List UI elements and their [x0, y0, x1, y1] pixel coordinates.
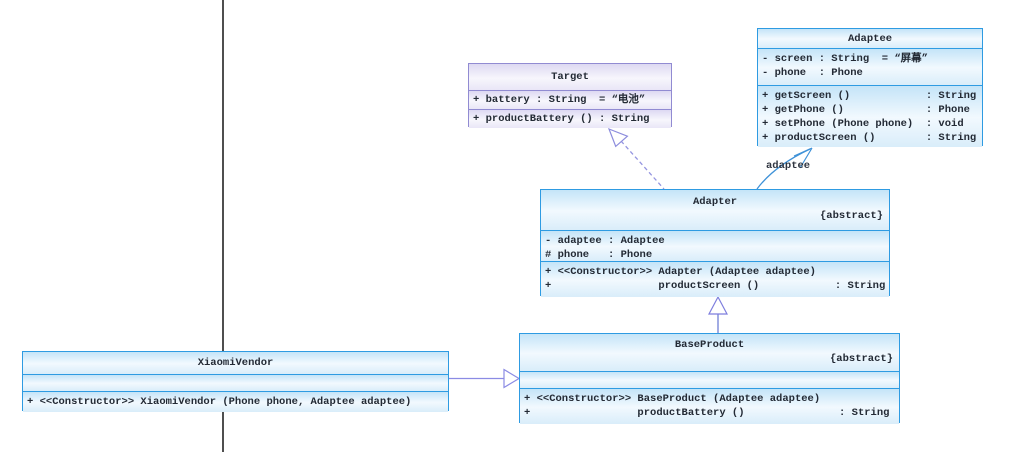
class-title-xiaomivendor: XiaomiVendor: [23, 352, 448, 374]
method-row: + getScreen () : String: [762, 90, 977, 102]
realization-connector-adapter-target[interactable]: [607, 127, 665, 190]
abstract-stereotype: {abstract}: [829, 353, 893, 365]
attributes-compartment: [23, 374, 448, 391]
class-name: BaseProduct: [674, 339, 745, 351]
class-name: XiaomiVendor: [197, 357, 274, 369]
hollow-triangle-icon: [708, 295, 728, 315]
abstract-stereotype: {abstract}: [819, 210, 883, 222]
association-role-label[interactable]: adaptee: [766, 160, 811, 172]
association-connector-adapter-adaptee[interactable]: [756, 147, 813, 190]
method-row: + productBattery () : String: [473, 113, 650, 125]
class-name: Adapter: [692, 196, 738, 208]
class-title-target: Target: [469, 64, 671, 90]
methods-compartment: + getScreen () : String + getPhone () : …: [758, 85, 982, 147]
attributes-compartment: [520, 371, 899, 388]
attributes-compartment: + battery : String = “电池”: [469, 90, 671, 109]
method-row: + productScreen () : String: [762, 132, 977, 144]
method-row: + <<Constructor>> BaseProduct (Adaptee a…: [524, 393, 821, 405]
attributes-compartment: - screen : String = “屏幕” - phone : Phone: [758, 48, 982, 85]
method-row: + <<Constructor>> XiaomiVendor (Phone ph…: [27, 396, 412, 408]
class-box-xiaomivendor[interactable]: XiaomiVendor + <<Constructor>> XiaomiVen…: [22, 351, 449, 412]
methods-compartment: + <<Constructor>> XiaomiVendor (Phone ph…: [23, 391, 448, 412]
method-row: + setPhone (Phone phone) : void: [762, 118, 964, 130]
realization-dashed-line[interactable]: [620, 140, 665, 190]
class-box-adaptee[interactable]: Adaptee - screen : String = “屏幕” - phone…: [757, 28, 983, 147]
generalization-connector-baseproduct-adapter[interactable]: [708, 295, 728, 333]
methods-compartment: + <<Constructor>> Adapter (Adaptee adapt…: [541, 261, 889, 297]
attribute-row: - adaptee : Adaptee: [545, 235, 665, 247]
attribute-row: # phone : Phone: [545, 249, 653, 261]
class-title-adapter: Adapter {abstract}: [541, 190, 889, 230]
hollow-triangle-icon: [607, 127, 629, 148]
attribute-row: - phone : Phone: [762, 67, 863, 79]
class-name: Adaptee: [847, 32, 893, 45]
class-box-adapter[interactable]: Adapter {abstract} - adaptee : Adaptee #…: [540, 189, 890, 297]
class-box-target[interactable]: Target + battery : String = “电池” + produ…: [468, 63, 672, 128]
attribute-row: + battery : String = “电池”: [473, 94, 646, 106]
open-arrowhead-icon: [793, 147, 813, 169]
class-title-baseproduct: BaseProduct {abstract}: [520, 334, 899, 371]
hollow-triangle-icon: [503, 368, 521, 389]
attribute-row: - screen : String = “屏幕”: [762, 53, 928, 65]
method-row: + <<Constructor>> Adapter (Adaptee adapt…: [545, 266, 816, 278]
method-row: + productScreen () : String: [545, 280, 886, 292]
methods-compartment: + <<Constructor>> BaseProduct (Adaptee a…: [520, 388, 899, 424]
methods-compartment: + productBattery () : String: [469, 109, 671, 128]
method-row: + getPhone () : Phone: [762, 104, 970, 116]
attributes-compartment: - adaptee : Adaptee # phone : Phone: [541, 230, 889, 261]
class-box-baseproduct[interactable]: BaseProduct {abstract} + <<Constructor>>…: [519, 333, 900, 424]
class-name: Target: [551, 71, 589, 83]
generalization-connector-xiaomivendor-baseproduct[interactable]: [449, 368, 521, 389]
class-title-adaptee: Adaptee: [758, 29, 982, 48]
method-row: + productBattery () : String: [524, 407, 890, 419]
